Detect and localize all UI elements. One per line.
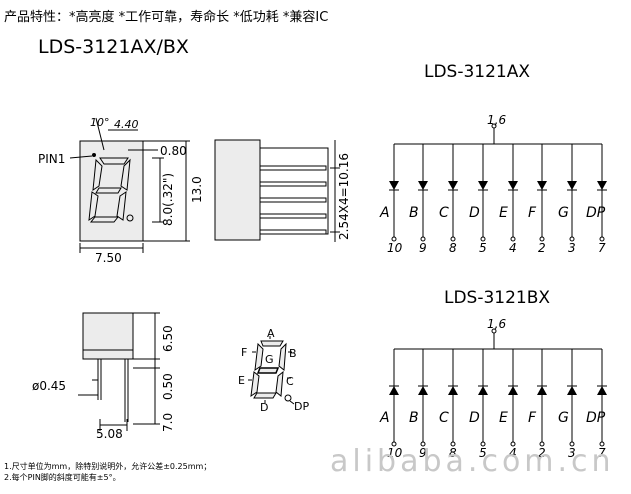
pin-number: 3 [568, 446, 576, 460]
seg-label-b: B [289, 347, 297, 360]
pin-number: 8 [449, 446, 457, 460]
part-title: LDS-3121AX/BX [38, 36, 189, 58]
bottom-view [78, 312, 160, 431]
diode-mark [597, 386, 607, 395]
diode-mark [418, 181, 428, 190]
digit-outline [88, 157, 134, 223]
dim-seg: 0.80 [160, 144, 187, 158]
pin-number: 5 [479, 446, 487, 460]
feature-list: 产品特性：*高亮度 *工作可靠，寿命长 *低功耗 *兼容IC [4, 10, 329, 25]
pin-number: 9 [419, 241, 427, 255]
pin-number: 2 [538, 241, 546, 255]
diode-mark [478, 386, 488, 395]
ax-common-pins: 1,6 [487, 113, 506, 127]
diode-mark [537, 181, 547, 190]
dim-pitch: 2.54X4=10.16 [337, 153, 351, 240]
dim-digit: 8.0(.32") [161, 173, 175, 226]
watermark: alibaba.com.cn [330, 444, 615, 479]
pin-number: 7 [598, 241, 606, 255]
circuit-ax-title: LDS-3121AX [424, 62, 531, 82]
seg-label-f: F [241, 346, 247, 359]
pin-number: 8 [449, 241, 457, 255]
segment-label: G [558, 410, 569, 426]
seg-label-g: G [265, 353, 274, 366]
segment-label: F [528, 410, 537, 426]
circuit-bx: A 10 B 9 C 8 D 5 E 4 F 2 G 3 DP 7 [379, 328, 607, 460]
pin-number: 10 [387, 241, 403, 255]
dim-slant: 10° [90, 116, 110, 129]
dim-pin-dia: ø0.45 [32, 379, 66, 393]
pin-number: 2 [538, 446, 546, 460]
pin1-mark [92, 153, 96, 157]
notes: 1.尺寸单位为mm，除特别说明外，允许公差±0.25mm； 2.每个PIN脚的斜… [4, 461, 211, 483]
display-body-bottom [82, 312, 134, 351]
seg-label-c: C [286, 375, 294, 388]
dim-body: 6.50 [161, 325, 175, 352]
seg-label-e: E [238, 374, 245, 387]
diode-mark [418, 386, 428, 395]
segment-label: A [379, 205, 390, 221]
dim-lead-b: 7.0 [161, 413, 175, 432]
pin-number: 3 [568, 241, 576, 255]
segment-label: DP [586, 205, 606, 221]
diode-mark [448, 181, 458, 190]
diode-mark [389, 181, 399, 190]
circuit-bx-title: LDS-3121BX [444, 288, 551, 308]
segment-label: E [499, 205, 508, 221]
segment-label: C [439, 205, 449, 221]
diode-mark [478, 181, 488, 190]
side-view [214, 139, 340, 242]
pin-number: 5 [479, 241, 487, 255]
dim-width: 7.50 [95, 251, 122, 265]
display-body-side [214, 139, 261, 241]
segment-map [248, 336, 295, 405]
diode-mark [448, 386, 458, 395]
diode-mark [567, 181, 577, 190]
pin-number: 4 [509, 241, 517, 255]
diode-mark [537, 386, 547, 395]
segment-label: E [499, 410, 508, 426]
circuit-ax: A 10 B 9 C 8 D 5 E 4 F 2 G 3 DP 7 [379, 123, 607, 255]
segment-label: D [469, 205, 480, 221]
dim-top: 4.40 [114, 118, 139, 131]
diode-mark [567, 386, 577, 395]
pin1-label: PIN1 [38, 152, 65, 166]
front-view [69, 117, 190, 253]
segment-label: D [469, 410, 480, 426]
segment-label: G [558, 205, 569, 221]
dim-pin-span: 5.08 [96, 427, 123, 441]
seg-label-d: D [260, 401, 268, 414]
note-2: 2.每个PIN脚的斜度可能有±5°。 [4, 473, 121, 482]
diode-mark [508, 386, 518, 395]
seg-label-a: A [267, 327, 275, 340]
segment-label: B [409, 410, 419, 426]
seg-label-dp: DP [294, 400, 309, 413]
dim-height: 13.0 [190, 176, 204, 203]
segment-label: B [409, 205, 419, 221]
segment-label: C [439, 410, 449, 426]
segment-label: DP [586, 410, 606, 426]
pin-number: 4 [509, 446, 517, 460]
pin-number: 7 [598, 446, 606, 460]
bx-common-pins: 1,6 [487, 317, 506, 331]
side-leads [259, 165, 327, 235]
pin-number: 10 [387, 446, 403, 460]
diode-mark [389, 386, 399, 395]
dim-lead-a: 0.50 [161, 373, 175, 400]
segment-label: A [379, 410, 390, 426]
diode-mark [508, 181, 518, 190]
note-1: 1.尺寸单位为mm，除特别说明外，允许公差±0.25mm； [4, 462, 212, 471]
diode-mark [597, 181, 607, 190]
pin-number: 9 [419, 446, 427, 460]
segment-label: F [528, 205, 537, 221]
